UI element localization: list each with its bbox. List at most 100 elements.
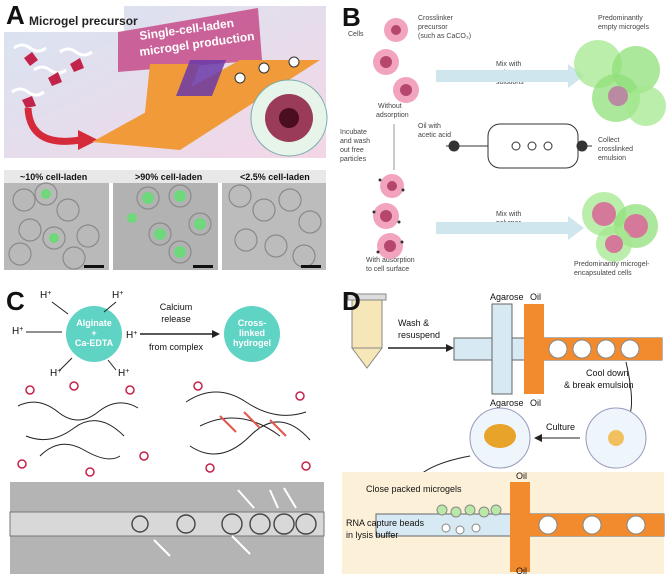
panel-a-graphic: Microgel precursor Single-cell-laden mic… bbox=[4, 6, 328, 270]
empty-microgels-cluster bbox=[574, 40, 666, 126]
panel-label-b: B bbox=[342, 2, 361, 32]
encapsulated-line-2: encapsulated cells bbox=[574, 270, 632, 277]
wash-line-1: Wash & bbox=[398, 318, 429, 328]
incubate-line-1: Incubate bbox=[340, 129, 367, 136]
proton-label-4: H+ bbox=[50, 368, 61, 380]
panel-label-a: A bbox=[6, 0, 25, 30]
mix-top-line-3: solutions bbox=[496, 79, 524, 86]
empty-microgels-line-1: Predominantly bbox=[598, 15, 643, 22]
cool-line-2: & break emulsion bbox=[564, 380, 634, 390]
process-arrows bbox=[436, 64, 584, 240]
agarose-inlet bbox=[491, 303, 513, 395]
agarose-top-label: Agarose bbox=[490, 292, 524, 302]
micrograph-strip bbox=[4, 170, 326, 270]
droplets bbox=[131, 513, 317, 535]
rna-line-2: in lysis buffer bbox=[346, 530, 398, 540]
crosslinked-line-3: hydrogel bbox=[233, 338, 271, 348]
panel-b-graphic: Cells Crosslinker precursor (such as CaC… bbox=[340, 15, 666, 277]
crosslinked-hydrogel-circle bbox=[224, 306, 280, 362]
panel-d: Wash & resuspend Agarose Agarose Oil Oil… bbox=[336, 286, 669, 576]
proton-label-2: H+ bbox=[112, 290, 123, 302]
micrograph-label-1: ~10% cell-laden bbox=[20, 172, 87, 182]
cells-without-adsorption bbox=[373, 18, 419, 103]
panel-c: Alginate + Ca-EDTA Cross- linked hydroge… bbox=[0, 286, 330, 576]
empty-microgels-line-2: empty microgels bbox=[598, 24, 649, 31]
with-adsorption-line-2: to cell surface bbox=[366, 266, 409, 273]
oil2-top-label: Oil bbox=[516, 471, 527, 481]
calcium-line-2: release bbox=[161, 314, 191, 324]
calcium-line-3: from complex bbox=[149, 342, 204, 352]
alginate-line-1: Alginate bbox=[76, 318, 112, 328]
red-curved-arrow bbox=[24, 107, 81, 145]
emulsion-chip bbox=[446, 123, 592, 169]
micrograph-label-3: <2.5% cell-laden bbox=[240, 172, 310, 182]
without-adsorption-line-2: adsorption bbox=[376, 112, 409, 119]
collect-line-3: emulsion bbox=[598, 155, 626, 162]
proton-label-6: H+ bbox=[118, 368, 129, 380]
proton-label-5: H+ bbox=[126, 330, 137, 342]
panel-label-d: D bbox=[342, 286, 361, 316]
calcium-complexes-right bbox=[193, 381, 311, 473]
microgel-precursor-box bbox=[4, 6, 124, 32]
oil2-bottom-label: Oil bbox=[516, 566, 527, 576]
crosslinker-line-1: Crosslinker bbox=[418, 15, 454, 22]
droplets-top bbox=[548, 339, 640, 359]
crosslinked-line-1: Cross- bbox=[238, 318, 267, 328]
proton-label-1: H+ bbox=[40, 290, 51, 302]
polymer-chains-left bbox=[17, 401, 139, 460]
panel-c-graphic: Alginate + Ca-EDTA Cross- linked hydroge… bbox=[9, 290, 325, 574]
precursor-cells bbox=[11, 43, 93, 108]
white-arrows bbox=[153, 487, 297, 557]
production-banner bbox=[118, 8, 262, 72]
oil-bottom-label: Oil bbox=[530, 398, 541, 408]
microfluidic-chip-channel bbox=[92, 60, 320, 150]
panel-d-graphic: Wash & resuspend Agarose Agarose Oil Oil… bbox=[342, 292, 665, 576]
calcium-complexes-left bbox=[17, 381, 149, 477]
packed-microgels bbox=[436, 504, 502, 518]
mix-top-line-1: Mix with bbox=[496, 61, 521, 68]
agarose-bottom-label: Agarose bbox=[490, 398, 524, 408]
microgel-precursor-title: Microgel precursor bbox=[29, 14, 138, 28]
incubate-line-2: and wash bbox=[340, 138, 370, 145]
oil-inlet-2 bbox=[510, 482, 530, 572]
proton-arrows bbox=[26, 301, 117, 371]
mix-bottom-line-1: Mix with bbox=[496, 211, 521, 218]
panel-a: Microgel precursor Single-cell-laden mic… bbox=[0, 0, 330, 270]
collect-line-2: crosslinked bbox=[598, 146, 633, 153]
crosslinked-line-2: linked bbox=[239, 328, 265, 338]
wash-line-2: resuspend bbox=[398, 330, 440, 340]
encapsulated-line-1: Predominantly microgel- bbox=[574, 261, 650, 268]
sample-tube bbox=[351, 299, 383, 349]
cool-line-1: Cool down bbox=[586, 368, 629, 378]
crosslinker-line-3: (such as CaCO₃) bbox=[418, 33, 471, 40]
oil-line-2: acetic acid bbox=[418, 132, 451, 139]
panel-b: Cells Crosslinker precursor (such as CaC… bbox=[336, 0, 669, 280]
crosslinker-line-2: precursor bbox=[418, 24, 448, 31]
close-packed-label: Close packed microgels bbox=[366, 484, 462, 494]
alginate-line-3: Ca-EDTA bbox=[75, 338, 114, 348]
polymer-chains-right bbox=[185, 391, 311, 455]
without-adsorption-line-1: Without bbox=[378, 103, 402, 110]
red-arrow-head bbox=[78, 130, 98, 150]
proton-label-3: H+ bbox=[12, 326, 23, 338]
collect-line-1: Collect bbox=[598, 137, 619, 144]
oil-line-1: Oil with bbox=[418, 123, 441, 130]
encapsulated-cells-cluster bbox=[582, 192, 658, 262]
alginate-line-2: + bbox=[91, 328, 96, 338]
micrograph-label-2: >90% cell-laden bbox=[135, 172, 202, 182]
calcium-line-1: Calcium bbox=[160, 302, 193, 312]
cells-label: Cells bbox=[348, 31, 364, 38]
oil-inlet-1 bbox=[524, 304, 544, 394]
cells-with-adsorption bbox=[372, 174, 405, 259]
alginate-ca-edta-circle bbox=[66, 306, 122, 362]
crosslinks bbox=[219, 411, 287, 437]
incubate-line-3: out free bbox=[340, 147, 364, 154]
rna-line-1: RNA capture beads bbox=[346, 518, 425, 528]
culture-label: Culture bbox=[546, 422, 575, 432]
with-adsorption-line-1: With adsorption bbox=[366, 257, 415, 264]
incubate-line-4: particles bbox=[340, 156, 367, 163]
cell-colony bbox=[484, 424, 516, 448]
beads bbox=[441, 515, 646, 535]
oil-inlet bbox=[176, 60, 226, 96]
panel-label-c: C bbox=[6, 286, 25, 316]
